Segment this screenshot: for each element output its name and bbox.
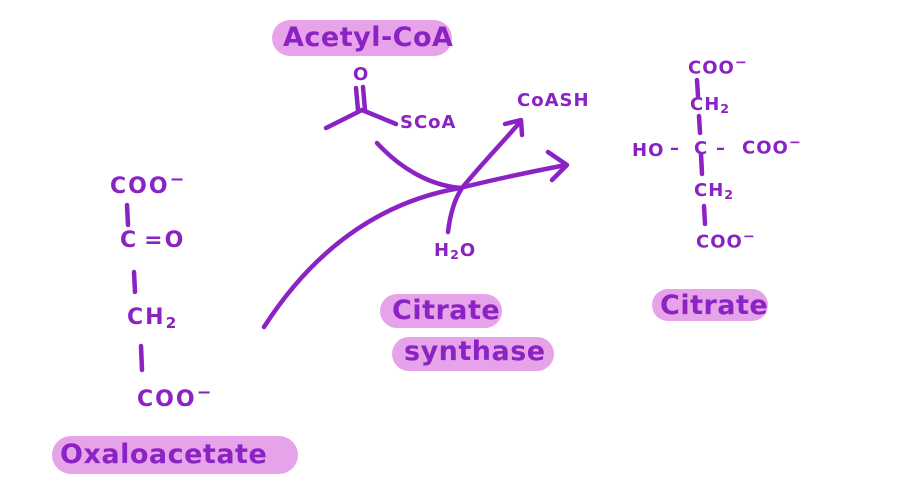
- oxaloacetate-ch: CH: [127, 305, 166, 330]
- citrate-bottom-carboxylate: COO−: [696, 230, 756, 251]
- citrate-synthase-highlight-2: [392, 337, 554, 371]
- oxaloacetate-highlight: [52, 436, 298, 474]
- citrate-middle-charge: −: [788, 135, 802, 151]
- citrate-middle-coo: COO: [742, 137, 789, 159]
- citrate-top-coo: COO: [688, 57, 735, 79]
- oxaloacetate-label: Oxaloacetate: [60, 439, 268, 470]
- water-o: O: [459, 240, 477, 261]
- citrate-lower-ch-sub: 2: [724, 187, 735, 203]
- coash-arrow-head: [502, 117, 525, 138]
- citrate-synthase-highlight-1: [380, 294, 502, 328]
- enzyme-label-line2: synthase: [404, 336, 546, 367]
- citrate-upper-methylene: CH2: [690, 96, 730, 116]
- oxaloacetate-bottom-coo: COO: [137, 386, 197, 412]
- citrate-middle-carboxylate: COO−: [742, 136, 802, 157]
- citrate-lower-methylene: CH2: [694, 182, 734, 202]
- acetyl-coa-bonds: [323, 84, 399, 131]
- acetyl-coa-input-curve: [374, 140, 465, 191]
- main-arrow-head: [545, 149, 570, 183]
- citrate-lower-ch: CH: [694, 180, 725, 201]
- citrate-bond-left: –: [670, 138, 680, 159]
- acetyl-coa-highlight: [272, 20, 452, 56]
- oxaloacetate-top-carboxylate: COO−: [110, 170, 187, 199]
- citrate-upper-ch: CH: [690, 94, 721, 115]
- oxaloacetate-ch-sub: 2: [165, 313, 179, 332]
- enzyme-label-line1: Citrate: [392, 295, 501, 326]
- citrate-upper-ch-sub: 2: [720, 101, 731, 117]
- citrate-bonds: [694, 77, 708, 227]
- oxaloacetate-bonds: [124, 202, 145, 373]
- acetyl-coa-scoa: SCoA: [400, 112, 457, 133]
- oxaloacetate-methylene: CH2: [127, 307, 178, 331]
- citrate-top-carboxylate: COO−: [688, 56, 748, 77]
- water-reactant: H2O: [434, 242, 476, 262]
- water-subscript: 2: [450, 247, 460, 263]
- water-input-curve: [445, 185, 465, 235]
- citrate-top-charge: −: [734, 55, 748, 71]
- acetyl-coa-label: Acetyl-CoA: [283, 22, 454, 53]
- citrate-central-carbon: C: [694, 138, 709, 159]
- coash-output-arrow: [459, 119, 523, 191]
- citrate-highlight: [652, 289, 768, 321]
- water-h: H: [434, 240, 451, 261]
- citrate-label: Citrate: [660, 290, 769, 321]
- citrate-bond-right: –: [716, 138, 726, 159]
- acetyl-coa-carbonyl-oxygen: O: [353, 64, 370, 85]
- oxaloacetate-bottom-charge: −: [196, 383, 214, 403]
- citrate-bottom-coo: COO: [696, 231, 743, 253]
- oxaloacetate-bottom-carboxylate: COO−: [137, 383, 214, 412]
- main-reaction-arrow: [261, 162, 569, 330]
- oxaloacetate-top-charge: −: [169, 170, 187, 190]
- oxaloacetate-c2-double-bond: =O: [144, 228, 186, 253]
- oxaloacetate-top-coo: COO: [110, 173, 170, 199]
- oxaloacetate-c2: C: [120, 228, 139, 253]
- citrate-bottom-charge: −: [742, 229, 756, 245]
- oxaloacetate-keto-carbon: C=O: [120, 230, 185, 252]
- citrate-hydroxyl: HO: [632, 140, 665, 161]
- coash-product: CoASH: [517, 90, 590, 111]
